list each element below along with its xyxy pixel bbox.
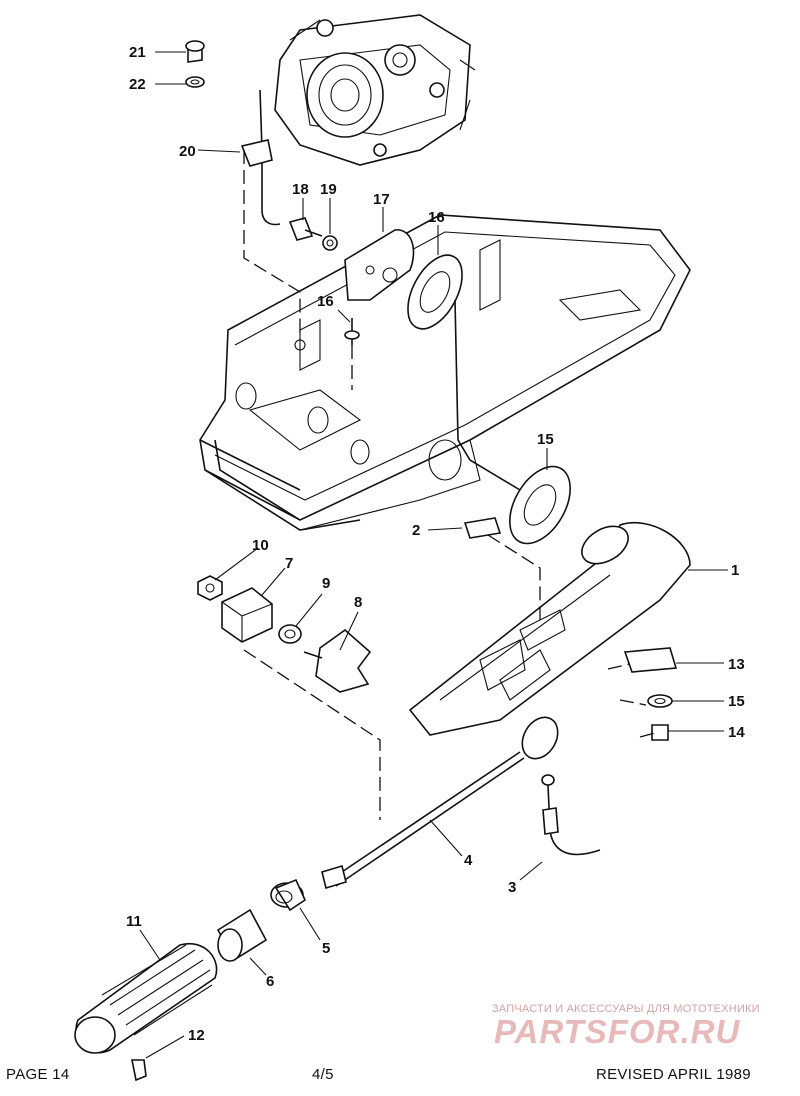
right-hardware-drawing: [623, 647, 678, 741]
callout-8: 8: [354, 594, 362, 611]
left-hardware-drawing: [197, 575, 372, 693]
watermark-brand: PARTSFOR.RU: [494, 1013, 741, 1050]
callout-3: 3: [508, 879, 516, 896]
callout-17: 16: [317, 293, 334, 310]
upper-hardware-drawing: [288, 217, 463, 345]
callout-labels: 21 22 20 18 19 17 16 16 15 2 1 10 7 9 8 …: [126, 44, 745, 1044]
callout-22: 21: [129, 44, 146, 61]
reference-lines: [243, 150, 656, 820]
page-fraction: 4/5: [312, 1066, 334, 1083]
bottom-cowl-drawing: [199, 214, 691, 531]
callout-1: 1: [731, 562, 739, 579]
tiller-handle-drawing: [408, 517, 691, 736]
callout-20: 19: [320, 181, 337, 198]
throttle-cable-drawing: [321, 716, 601, 890]
callout-10: 10: [252, 537, 269, 554]
callout-9: 9: [322, 575, 330, 592]
callout-18: 17: [373, 191, 390, 208]
callout-16-upper: 16: [428, 209, 445, 226]
callout-11: 11: [126, 913, 142, 930]
callout-21: 20: [179, 143, 196, 160]
callout-12: 12: [188, 1027, 205, 1044]
carburetor-drawing: [274, 14, 476, 166]
callout-23: 22: [129, 76, 146, 93]
callout-5: 5: [322, 940, 330, 957]
callout-6: 6: [266, 973, 274, 990]
callout-4: 4: [464, 852, 473, 869]
callout-7: 7: [285, 555, 293, 572]
callout-16-lower: 15: [537, 431, 554, 448]
callout-2: 2: [412, 522, 420, 539]
leader-lines: [139, 51, 728, 1059]
grip-drawing: [74, 878, 307, 1082]
callout-19: 18: [292, 181, 309, 198]
callout-15: 15: [728, 693, 745, 710]
callout-13: 13: [728, 656, 745, 673]
callout-14: 14: [728, 724, 745, 741]
revision-date: REVISED APRIL 1989: [596, 1066, 751, 1083]
cable-and-pulley-drawing: [454, 299, 571, 545]
watermark-subtitle: ЗАПЧАСТИ И АКСЕССУАРЫ ДЛЯ МОТОТЕХНИКИ: [492, 1003, 760, 1015]
page-number: PAGE 14: [6, 1066, 70, 1083]
link-rod-drawing: [185, 40, 281, 226]
